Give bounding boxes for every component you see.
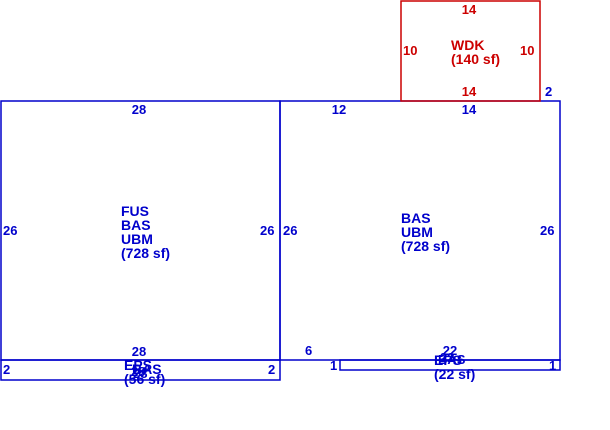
left-building-label-line-1: FUS	[121, 203, 149, 219]
deck-left-dim: 10	[403, 43, 417, 58]
right-building-right-dim: 26	[540, 223, 554, 238]
left-building-bottom-dim: 28	[132, 344, 146, 359]
left-building-label-line-3: UBM	[121, 231, 153, 247]
right-building-corner-dim: 2	[545, 84, 552, 99]
left-strip-label-line-1: EPS	[124, 357, 152, 373]
right-strip-right-dim: 1	[549, 358, 556, 373]
left-strip-label-line-2: BAS	[132, 361, 162, 377]
right-building-label-line-1: BAS	[401, 210, 431, 226]
left-strip-left-dim: 2	[3, 362, 10, 377]
right-strip-label-line-1: EPS	[434, 352, 462, 368]
right-building-label-line-3: (728 sf)	[401, 238, 450, 254]
right-strip-overlap-dim-2: BAS	[438, 352, 466, 367]
right-strip-label-line-2: (22 sf)	[434, 366, 475, 382]
deck-bottom-dim: 14	[462, 84, 477, 99]
right-strip-top-dim: 22	[443, 343, 457, 358]
right-building-left-dim: 26	[283, 223, 297, 238]
left-strip-overlap-dim-2: 28	[133, 366, 147, 381]
left-building-label-line-4: (728 sf)	[121, 245, 170, 261]
right-building-top-left-dim: 12	[332, 102, 346, 117]
right-strip-overlap-dim-1: 22	[440, 350, 454, 365]
deck-label-line-1: WDK	[451, 37, 484, 53]
left-strip-outline	[0, 359, 281, 381]
right-strip-left-dim: 1	[330, 358, 337, 373]
right-building-top-right-dim: 14	[462, 102, 477, 117]
right-building-label-line-2: UBM	[401, 224, 433, 240]
left-building-label-line-2: BAS	[121, 217, 151, 233]
left-strip-label-line-3: (56 sf)	[124, 371, 165, 387]
left-strip-overlap-dim-1: 28	[131, 364, 145, 379]
deck-outline	[400, 0, 541, 102]
left-building-left-dim: 26	[3, 223, 17, 238]
deck-top-dim: 14	[462, 2, 477, 17]
right-strip-outline	[339, 359, 561, 371]
gap-dim: 6	[305, 343, 312, 358]
left-building-right-dim: 26	[260, 223, 274, 238]
deck-label-line-2: (140 sf)	[451, 51, 500, 67]
left-building-top-dim: 28	[132, 102, 146, 117]
deck-right-dim: 10	[520, 43, 534, 58]
left-strip-right-dim: 2	[268, 362, 275, 377]
